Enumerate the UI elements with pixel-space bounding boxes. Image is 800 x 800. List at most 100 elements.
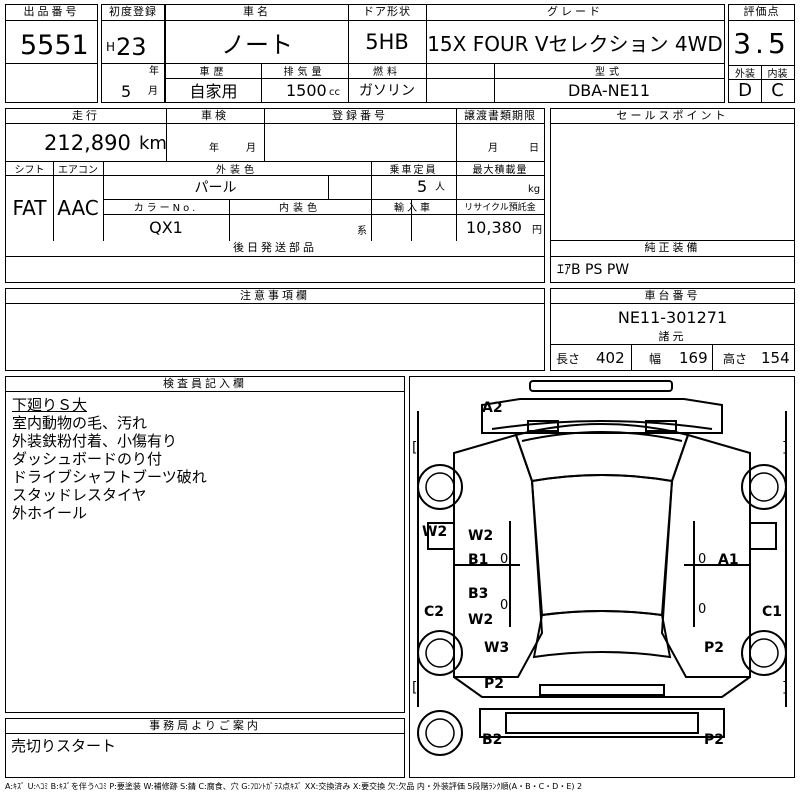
width-label: 幅: [649, 352, 662, 366]
later-parts-box: [5, 256, 545, 283]
zero-mark: 0: [500, 598, 509, 613]
recycle-unit: 円: [532, 225, 542, 236]
max-load-unit: kg: [528, 184, 541, 195]
damage-mark-c1: C1: [762, 604, 783, 620]
note-line: ドライブシャフトブーツ破れ: [12, 468, 207, 486]
grade-label: グレード: [426, 5, 724, 21]
aircon-label: エアコン: [58, 164, 98, 176]
sales-point-box: セールスポイント: [550, 108, 795, 241]
caution-label: 注意事項欄: [6, 289, 544, 304]
model-code-label: 型式: [595, 67, 623, 78]
transfer-month-unit: 月: [488, 143, 498, 154]
grade-value: 15X FOUR Vセレクション 4WD: [427, 31, 723, 56]
legend-text: A:ｷｽﾞ U:ﾍｺﾐ B:ｷｽﾞを伴うﾍｺﾐ P:要塗装 W:補修跡 S:錆 …: [5, 782, 583, 791]
model-code-value: DBA-NE11: [567, 80, 651, 100]
damage-mark-p2: P2: [484, 676, 505, 692]
year-unit: 年: [149, 66, 159, 77]
length-value: 402: [596, 349, 625, 367]
exterior-grade: D: [738, 80, 752, 101]
damage-mark-c2: C2: [424, 604, 445, 620]
door-value: 5HB: [365, 30, 409, 54]
inspection-year-unit: 年: [209, 143, 219, 154]
color-no-value: QX1: [149, 218, 183, 237]
first-registration-box: 初度登録 H 23 年 5 月: [101, 4, 165, 103]
damage-mark-p2: P2: [704, 732, 725, 748]
equipment-label: 純正装備: [551, 241, 794, 257]
note-line: 外ホイール: [12, 504, 88, 522]
sales-point-label: セールスポイント: [551, 109, 794, 124]
capacity-unit: 人: [435, 182, 445, 193]
displacement-label: 排気量: [283, 67, 326, 78]
caution-box: 注意事項欄: [5, 288, 545, 371]
damage-mark-b3: B3: [468, 586, 489, 602]
interior-label: 内装: [767, 68, 788, 80]
height-value: 154: [761, 349, 790, 367]
damage-mark-w2: W2: [468, 612, 494, 628]
zero-mark: 0: [698, 552, 707, 567]
ext-color-value: パール: [194, 180, 237, 196]
door-label: ドア形状: [348, 5, 426, 21]
damage-diagram: A2 [ ] W2 W2 B1 0 A1 0 B3 W2 0 C2 C1 0 W…: [409, 376, 795, 778]
transfer-label: 譲渡書類期限: [456, 109, 544, 124]
int-color-label: 内装色: [279, 203, 321, 214]
chassis-label: 車台番号: [551, 289, 794, 304]
chassis-box: 車台番号 NE11-301271 諸元 長さ 402 幅 169 高さ 154: [550, 288, 795, 371]
recycle-value: 10,380: [466, 218, 522, 237]
car-outline-diagram: [417, 380, 787, 756]
lot-number-box: 出品番号 5551: [5, 4, 98, 103]
specs-label: 諸元: [551, 330, 794, 345]
fuel-value: ガソリン: [359, 83, 415, 99]
lot-number-label: 出品番号: [6, 5, 97, 21]
note-line: 外装鉄粉付着、小傷有り: [12, 432, 178, 450]
int-color-unit: 系: [357, 226, 367, 237]
mileage-grid: 走行 車検 登録番号 譲渡書類期限 212,890 km 年 月 月 日 シフト…: [5, 108, 545, 257]
inspector-box: 検査員記入欄 下廻りＳ大 室内動物の毛、汚れ 外装鉄粉付着、小傷有り ダッシュボ…: [5, 376, 405, 713]
note-line: 室内動物の毛、汚れ: [12, 414, 148, 432]
damage-mark-w2: W2: [422, 524, 448, 540]
bracket-mark: ]: [782, 440, 788, 456]
equipment-box: 純正装備 ｴｱB PS PW: [550, 240, 795, 283]
interior-grade: C: [771, 80, 784, 101]
shift-label: シフト: [14, 164, 45, 176]
chassis-value: NE11-301271: [617, 307, 728, 327]
bracket-mark: [: [412, 680, 418, 696]
import-label: 輸入車: [394, 203, 433, 214]
score-value: 3.5: [733, 26, 790, 60]
reg-year-value: 23: [116, 33, 147, 61]
width-value: 169: [679, 349, 708, 367]
damage-mark-p2: P2: [704, 640, 725, 656]
bracket-mark: ]: [782, 680, 788, 696]
transfer-day-unit: 日: [529, 143, 539, 154]
inspector-label: 検査員記入欄: [6, 377, 404, 392]
displacement-unit: cc: [329, 87, 340, 98]
damage-mark-w2: W2: [468, 528, 494, 544]
damage-mark-a2: A2: [482, 400, 503, 416]
reg-month-value: 5: [121, 82, 132, 101]
era-value: H: [106, 40, 116, 54]
fuel-label: 燃料: [373, 67, 401, 78]
height-label: 高さ: [723, 352, 748, 366]
office-label: 事務局よりご案内: [6, 719, 404, 734]
ext-color-label: 外装色: [216, 164, 258, 176]
zero-mark: 0: [500, 552, 509, 567]
lot-number-value: 5551: [20, 30, 89, 61]
score-box: 評価点 3.5 外装 内装 D C: [728, 4, 795, 103]
mileage-value: 212,890: [44, 131, 131, 155]
car-name-value: ノート: [221, 30, 293, 59]
note-line: ダッシュボードのり付: [12, 450, 163, 468]
later-parts-label: 後日発送部品: [6, 241, 544, 256]
aircon-value: AAC: [57, 196, 99, 220]
capacity-value: 5: [417, 177, 428, 196]
inspector-notes: 下廻りＳ大 室内動物の毛、汚れ 外装鉄粉付着、小傷有り ダッシュボードのり付 ド…: [12, 396, 207, 522]
note-line: スタッドレスタイヤ: [12, 486, 147, 504]
equipment-value: ｴｱB PS PW: [557, 262, 630, 278]
bracket-mark: [: [412, 440, 418, 456]
damage-mark-b2: B2: [482, 732, 503, 748]
car-name-label: 車名: [166, 5, 348, 21]
damage-mark-b1: B1: [468, 552, 489, 568]
vehicle-info-grid: 車名 ドア形状 グレード ノート 5HB 15X FOUR Vセレクション 4W…: [165, 4, 725, 103]
score-label: 評価点: [729, 5, 794, 21]
damage-mark-w3: W3: [484, 640, 510, 656]
length-label: 長さ: [556, 352, 581, 366]
mileage-unit: km: [139, 133, 167, 154]
